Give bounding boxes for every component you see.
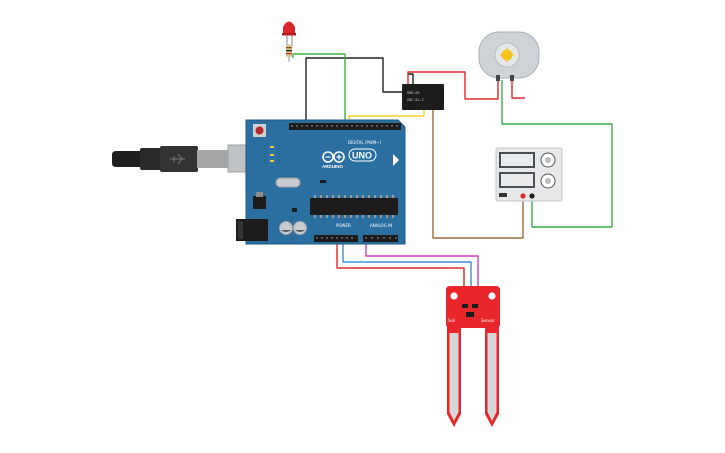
power-supply-icon[interactable] (495, 147, 563, 202)
power-jack[interactable] (236, 219, 268, 241)
relay-icon[interactable]: SRD-05 VDC-SL-C (402, 84, 444, 110)
wire-red-power-sensor[interactable] (336, 244, 465, 291)
soil-sensor-icon[interactable]: Soil Sensor (446, 286, 500, 427)
led-icon[interactable] (282, 21, 296, 47)
wire-green-led[interactable] (292, 53, 346, 128)
atmega-chip (310, 198, 398, 215)
wire-red-relay-motor[interactable] (407, 71, 499, 100)
wire-black-relay[interactable] (408, 73, 414, 84)
wire-green-motor-supply[interactable] (501, 80, 613, 228)
dc-motor-icon[interactable] (478, 31, 540, 81)
arduino-logo-icon (322, 151, 345, 163)
arduino-brand-label: ARDUINO (322, 164, 343, 169)
wire-brown-relay-supply[interactable] (432, 110, 524, 239)
relay-label-top: SRD-05 (407, 91, 420, 95)
wires (292, 53, 613, 291)
digital-header[interactable] (289, 123, 401, 130)
wire-blue-gnd-sensor[interactable] (342, 244, 472, 291)
power-header-label: POWER (336, 223, 351, 228)
arduino-uno-board[interactable]: DIGITAL (PWM~) ARDUINO UNO (236, 119, 406, 245)
wire-red-motor-supply[interactable] (511, 80, 525, 99)
relay-label-bottom: VDC-SL-C (407, 98, 424, 102)
wire-magenta-a0-sensor[interactable] (365, 244, 479, 291)
arduino-model-label: UNO (352, 151, 372, 161)
sensor-label-left: Soil (448, 318, 455, 323)
sensor-label-right: Sensor (481, 318, 495, 323)
resistor-icon[interactable] (286, 44, 292, 62)
digital-header-label: DIGITAL (PWM~) (348, 140, 382, 145)
analog-header-label: ANALOG IN (370, 223, 392, 228)
wire-black-led-gnd[interactable] (305, 57, 403, 130)
analog-header[interactable] (363, 235, 398, 242)
